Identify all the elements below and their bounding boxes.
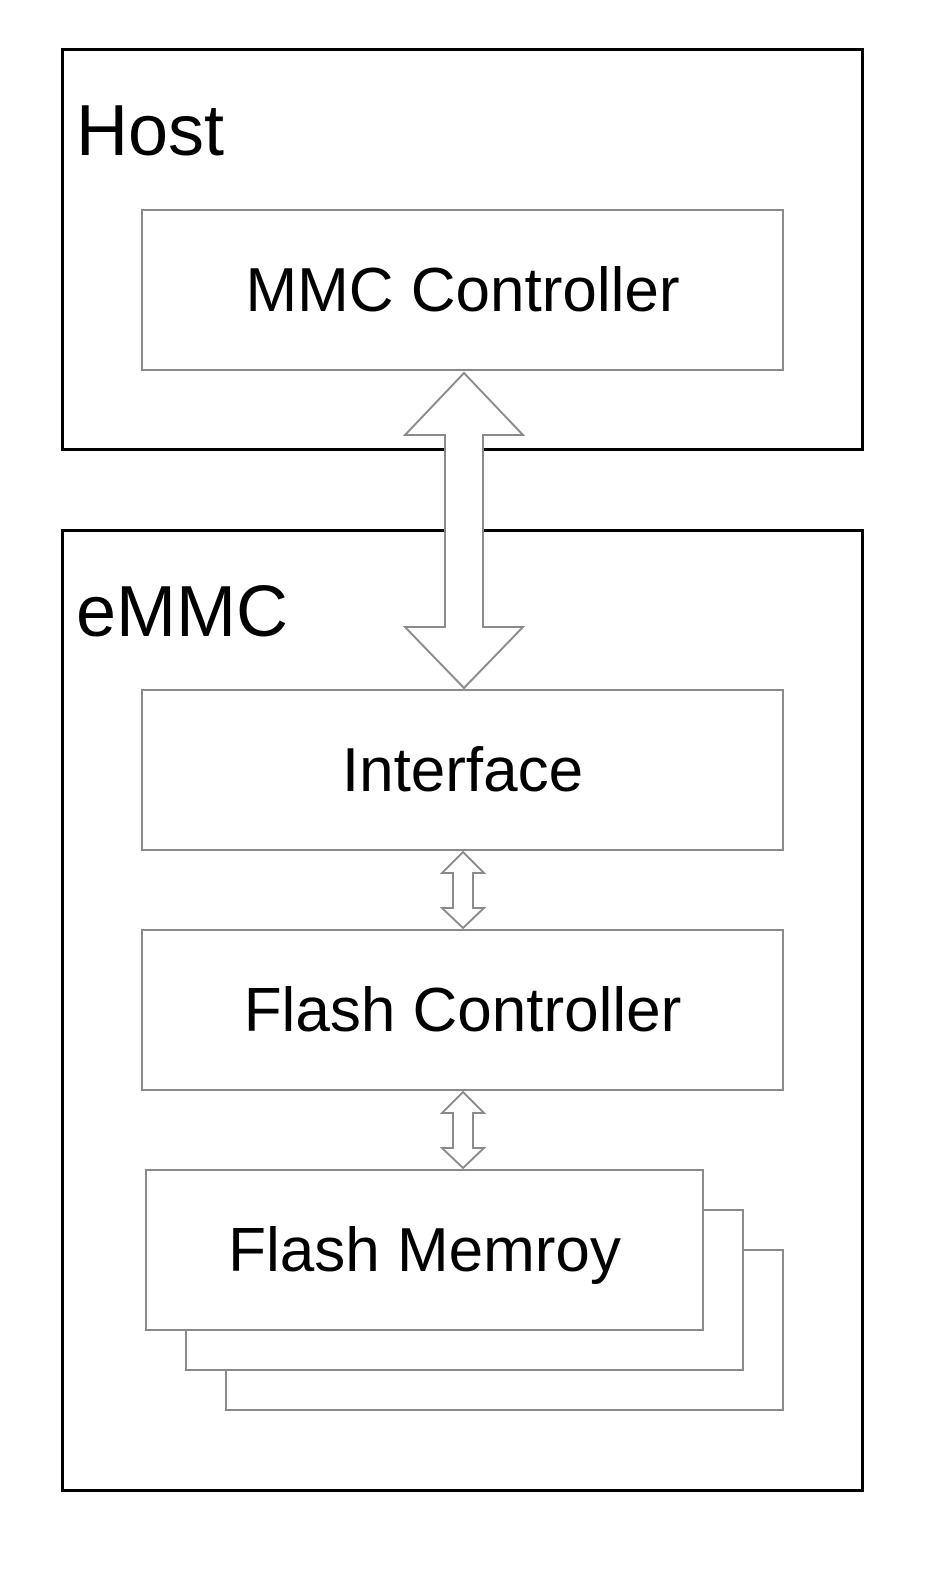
flash-memory-label: Flash Memroy xyxy=(228,1215,621,1285)
mmc-controller-label: MMC Controller xyxy=(245,255,680,325)
host-label: Host xyxy=(76,91,225,171)
bidirectional-arrow-interface-flash-controller xyxy=(439,850,487,930)
mmc-controller-block: MMC Controller xyxy=(141,209,784,371)
flash-controller-block: Flash Controller xyxy=(141,929,784,1091)
bidirectional-arrow-host-interface xyxy=(402,371,526,690)
emmc-label: eMMC xyxy=(76,572,288,652)
bidirectional-arrow-flash-controller-memory xyxy=(439,1090,487,1170)
interface-block: Interface xyxy=(141,689,784,851)
interface-label: Interface xyxy=(341,735,584,805)
flash-memory-block: Flash Memroy xyxy=(145,1169,704,1331)
flash-controller-label: Flash Controller xyxy=(243,975,682,1045)
